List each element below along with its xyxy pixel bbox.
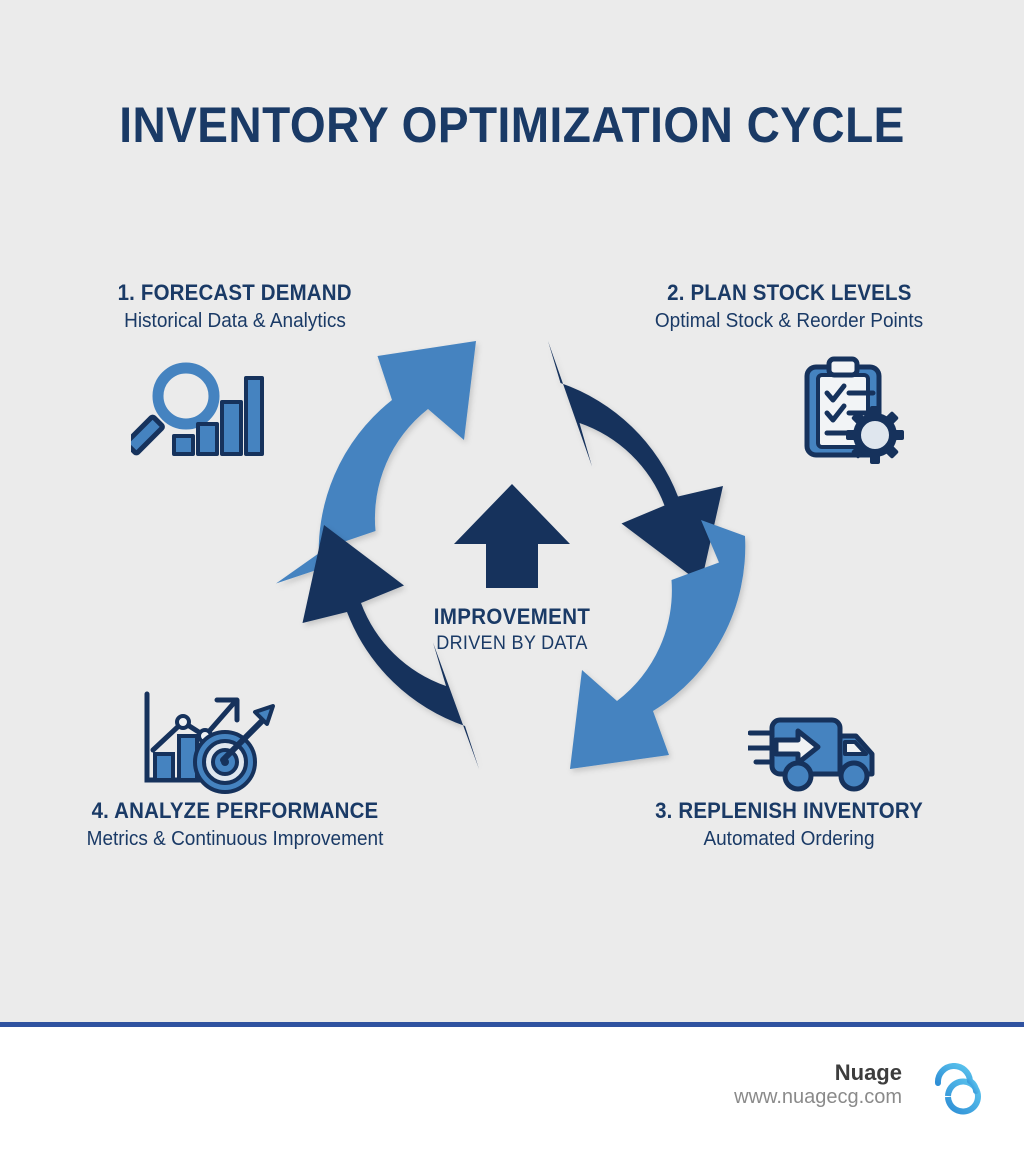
- step-2-heading: 2. PLAN STOCK LEVELS: [667, 280, 912, 305]
- center-improvement-block: IMPROVEMENT DRIVEN BY DATA: [392, 478, 632, 655]
- page-title: INVENTORY OPTIMIZATION CYCLE: [119, 97, 905, 153]
- step-2-plan-stock-levels: 2. PLAN STOCK LEVELS Optimal Stock & Reo…: [554, 280, 1024, 333]
- cycle-arrow-2: [548, 341, 723, 584]
- cycle-arrow-4: [302, 525, 479, 769]
- up-arrow-icon: [454, 484, 570, 588]
- delivery-truck-icon: [745, 700, 880, 797]
- clipboard-checklist-gear-icon: [793, 353, 905, 470]
- magnifier-bar-chart-icon: [124, 360, 267, 471]
- nuage-cloud-logo: [934, 1063, 981, 1115]
- step-3-replenish-inventory: 3. REPLENISH INVENTORY Automated Orderin…: [554, 798, 1024, 851]
- brand-name: Nuage: [834, 1060, 902, 1085]
- brand-url: www.nuagecg.com: [734, 1086, 902, 1109]
- cycle-arrow-3: [570, 520, 746, 769]
- center-title: IMPROVEMENT: [433, 604, 591, 629]
- center-subtitle: DRIVEN BY DATA: [436, 633, 588, 654]
- cycle-arrow-1: [276, 341, 476, 584]
- step-4-subtitle: Metrics & Continuous Improvement: [86, 828, 384, 850]
- step-3-heading: 3. REPLENISH INVENTORY: [655, 798, 923, 823]
- cycle-diagram: [252, 292, 772, 812]
- brand-block: Nuage www.nuagecg.com: [734, 1060, 902, 1109]
- step-4-heading: 4. ANALYZE PERFORMANCE: [91, 798, 379, 823]
- growth-chart-target-icon: [137, 688, 277, 801]
- step-3-subtitle: Automated Ordering: [703, 828, 875, 850]
- step-1-subtitle: Historical Data & Analytics: [124, 310, 346, 332]
- step-2-subtitle: Optimal Stock & Reorder Points: [654, 310, 924, 332]
- step-4-analyze-performance: 4. ANALYZE PERFORMANCE Metrics & Continu…: [0, 798, 470, 851]
- step-1-heading: 1. FORECAST DEMAND: [117, 280, 352, 305]
- footer-divider: [0, 1022, 1024, 1027]
- step-1-forecast-demand: 1. FORECAST DEMAND Historical Data & Ana…: [0, 280, 470, 333]
- footer-background: [0, 1027, 1024, 1154]
